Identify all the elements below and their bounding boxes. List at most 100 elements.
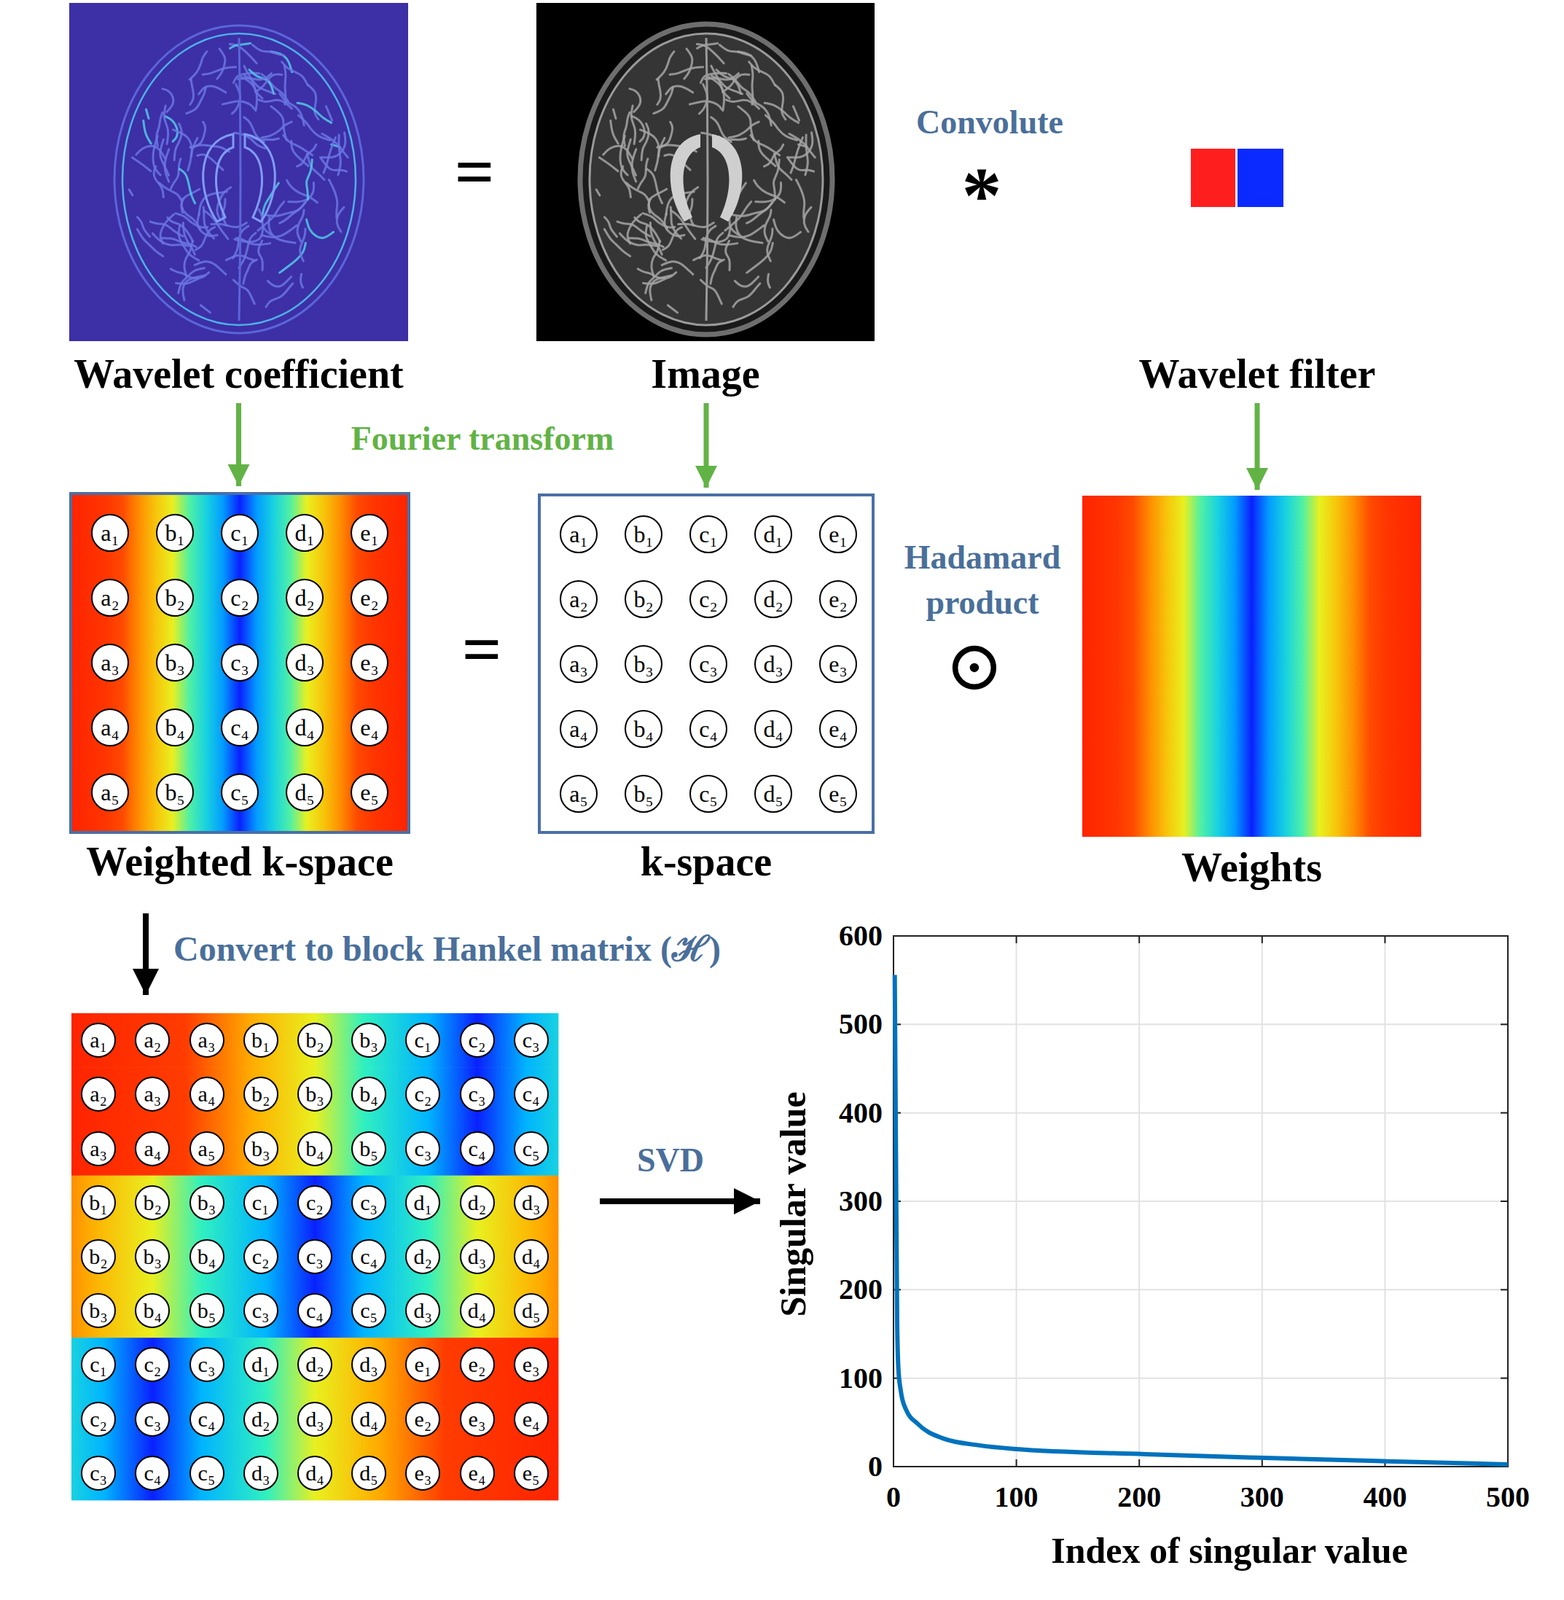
figure-part (722, 74, 750, 92)
matrix-entry: d₁ (243, 1346, 279, 1382)
figure-part (631, 115, 645, 142)
entry-label: d₄ (467, 1299, 487, 1322)
matrix-entry: b₅ (351, 1131, 387, 1167)
figure-part (71, 1175, 234, 1231)
matrix-entry: d₂ (243, 1401, 279, 1437)
entry-label: c₂ (252, 1245, 270, 1268)
figure-part (308, 85, 319, 120)
matrix-entry: b₅ (155, 773, 194, 812)
figure-part (137, 228, 163, 256)
wavelet-filter (1190, 148, 1284, 207)
figure-part (71, 1445, 234, 1501)
figure-part (1500, 1023, 1508, 1025)
entry-label: a₁ (100, 521, 119, 545)
tick-label: 400 (1362, 1480, 1407, 1514)
entry-label: b₃ (633, 652, 654, 676)
figure-part (666, 85, 694, 95)
entry-label: c₅ (698, 782, 718, 806)
figure-part (175, 213, 208, 228)
figure-part (650, 223, 662, 256)
figure-part (738, 106, 754, 140)
figure-part (131, 157, 151, 172)
figure-part (336, 206, 344, 232)
matrix-box: a₁b₁c₁d₁e₁a₂b₂c₂d₂e₂a₃b₃c₃d₃e₃a₄b₄c₄d₄e₄… (69, 491, 411, 834)
matrix-entry: e₁ (350, 513, 389, 552)
figure-part (198, 85, 226, 95)
entry-label: e₁ (828, 522, 847, 546)
figure-part (200, 305, 210, 313)
matrix-entry: a₃ (559, 644, 598, 683)
figure-part (297, 209, 304, 242)
entry-label: b₄ (359, 1082, 378, 1105)
entry-label: c₃ (143, 1408, 162, 1430)
matrix-entry: e₃ (459, 1401, 495, 1437)
figure-part (71, 1066, 234, 1122)
entry-label: d₂ (467, 1191, 487, 1214)
figure-part (684, 48, 693, 79)
figure-part (894, 974, 1508, 1465)
figure-part (1015, 1459, 1018, 1467)
transform-arrow (1254, 403, 1261, 490)
matrix-entry: a₅ (559, 774, 598, 813)
figure-part (306, 159, 313, 200)
figure-part (893, 1377, 1508, 1379)
matrix-entry: d₂ (405, 1238, 441, 1274)
entry-label: a₃ (89, 1137, 108, 1160)
matrix-entry: a₃ (189, 1022, 225, 1058)
entry-label: c₂ (698, 587, 718, 611)
figure-part (893, 935, 1508, 1467)
matrix-entry: c₃ (297, 1238, 333, 1274)
matrix-entry: c₂ (220, 578, 259, 617)
matrix-entry: c₃ (689, 644, 728, 683)
tick-label: 500 (1486, 1480, 1530, 1514)
matrix-entry: e₄ (513, 1401, 549, 1437)
figure-part (1138, 1459, 1140, 1467)
matrix-entry: a₄ (189, 1076, 225, 1112)
matrix-entry: b₄ (351, 1076, 387, 1112)
figure-part (773, 159, 780, 200)
entry-label: d₄ (763, 717, 783, 741)
entry-label: d₂ (251, 1408, 270, 1430)
figure-part (244, 65, 263, 99)
entry-label: c₄ (468, 1137, 487, 1160)
matrix-entry: c₅ (351, 1292, 387, 1328)
entry-label: c₁ (230, 521, 249, 545)
figure-part (536, 2, 875, 342)
entry-label: d₅ (359, 1461, 378, 1484)
figure-part (773, 219, 801, 238)
figure-part (233, 1283, 397, 1339)
matrix-entry: d₂ (459, 1185, 495, 1221)
entry-label: e₁ (360, 521, 379, 545)
matrix-entry: c₅ (513, 1131, 549, 1167)
entry-label: c₁ (252, 1191, 270, 1214)
entry-label: b₄ (164, 715, 185, 740)
entry-label: c₃ (198, 1353, 216, 1376)
entry-label: b₁ (633, 522, 654, 546)
matrix-entry: b₃ (624, 644, 663, 683)
matrix-entry: e₂ (459, 1346, 495, 1382)
matrix-entry: b₄ (624, 709, 663, 748)
step-label: SVD (636, 1141, 705, 1180)
figure-part (233, 1013, 397, 1068)
matrix-entry: c₂ (134, 1346, 170, 1382)
matrix-entry: e₂ (405, 1401, 441, 1437)
entry-label: e₂ (468, 1353, 487, 1376)
figure-part (734, 276, 758, 287)
entry-label: a₄ (143, 1137, 162, 1160)
figure-part (670, 134, 701, 222)
matrix-entry: e₄ (459, 1455, 495, 1491)
figure-part (298, 115, 330, 140)
figure-part (1261, 1459, 1264, 1467)
figure-part (137, 217, 150, 237)
figure-part (279, 198, 309, 224)
figure-part (164, 115, 178, 142)
tick-label: 0 (867, 1449, 883, 1484)
matrix-entry: e₄ (819, 709, 858, 748)
matrix-entry: c₄ (689, 709, 728, 748)
figure-part (261, 121, 292, 138)
matrix-entry: b₄ (189, 1238, 225, 1274)
figure-part (728, 225, 764, 237)
figure-part (233, 1120, 397, 1176)
entry-label: e₃ (360, 650, 379, 675)
